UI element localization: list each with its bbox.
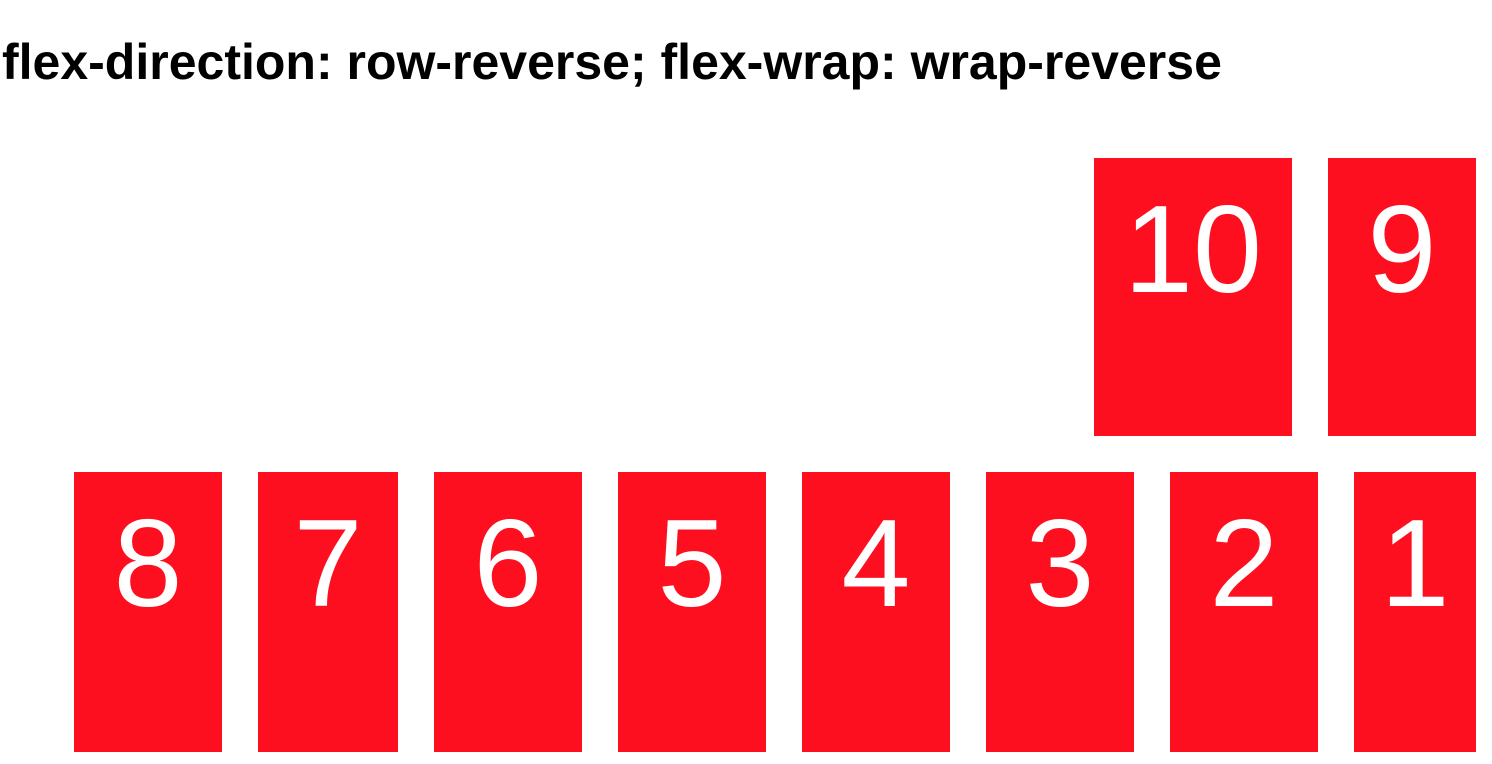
flex-item-8: 8 xyxy=(74,472,222,752)
page-title: flex-direction: row-reverse; flex-wrap: … xyxy=(2,34,1222,90)
flex-item-10: 10 xyxy=(1094,158,1292,436)
flex-item-7: 7 xyxy=(258,472,398,752)
flex-item-1: 1 xyxy=(1354,472,1476,752)
flex-item-2: 2 xyxy=(1170,472,1318,752)
flex-item-4: 4 xyxy=(802,472,950,752)
flex-item-3: 3 xyxy=(986,472,1134,752)
flex-item-5: 5 xyxy=(618,472,766,752)
flex-item-9: 9 xyxy=(1328,158,1476,436)
flex-item-6: 6 xyxy=(434,472,582,752)
